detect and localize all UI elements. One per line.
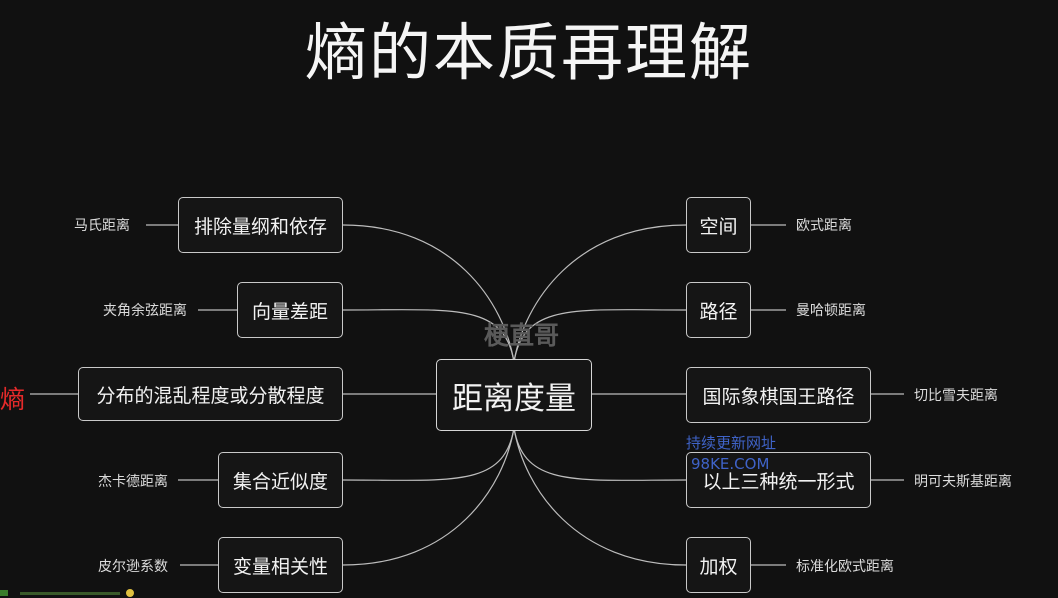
leaf-minkowski-distance: 明可夫斯基距离 bbox=[914, 474, 1012, 490]
leaf-pearson-coefficient: 皮尔逊系数 bbox=[98, 559, 168, 575]
branch-variable-correlation[interactable]: 变量相关性 bbox=[218, 537, 343, 593]
branch-set-similarity[interactable]: 集合近似度 bbox=[218, 452, 343, 508]
site-watermark: 98KE.COM bbox=[691, 455, 770, 473]
branch-space[interactable]: 空间 bbox=[686, 197, 751, 253]
leaf-jaccard-distance: 杰卡德距离 bbox=[98, 474, 168, 490]
branch-path[interactable]: 路径 bbox=[686, 282, 751, 338]
connector-left-1 bbox=[342, 309, 515, 363]
leaf-entropy: 熵 bbox=[0, 385, 26, 414]
slide-title: 熵的本质再理解 bbox=[304, 16, 753, 89]
leaf-chebyshev-distance: 切比雪夫距离 bbox=[914, 388, 998, 404]
leaf-manhattan-distance: 曼哈顿距离 bbox=[796, 303, 866, 319]
leaf-cosine-distance: 夹角余弦距离 bbox=[103, 303, 187, 319]
connector-right-3 bbox=[513, 427, 687, 481]
connector-left-4 bbox=[342, 427, 515, 566]
connector-right-0 bbox=[513, 224, 687, 363]
bottom-decoration bbox=[0, 589, 134, 597]
leaf-standardized-euclidean: 标准化欧式距离 bbox=[796, 559, 894, 575]
branch-vector-gap[interactable]: 向量差距 bbox=[237, 282, 343, 338]
branch-weighted[interactable]: 加权 bbox=[686, 537, 751, 593]
branch-unified-form[interactable]: 以上三种统一形式 bbox=[686, 452, 871, 508]
connector-left-3 bbox=[342, 427, 515, 481]
branch-chess-king-path[interactable]: 国际象棋国王路径 bbox=[686, 367, 871, 423]
leaf-euclidean-distance: 欧式距离 bbox=[796, 218, 852, 234]
branch-exclude-dimension[interactable]: 排除量纲和依存 bbox=[178, 197, 343, 253]
branch-distribution-chaos[interactable]: 分布的混乱程度或分散程度 bbox=[78, 367, 343, 421]
connector-right-4 bbox=[513, 427, 687, 566]
author-watermark: 梗直哥 bbox=[484, 321, 560, 350]
update-watermark: 持续更新网址 bbox=[686, 434, 777, 452]
connector-right-1 bbox=[513, 309, 687, 363]
connector-left-0 bbox=[342, 224, 515, 363]
leaf-mahalanobis-distance: 马氏距离 bbox=[74, 218, 130, 234]
center-node[interactable]: 距离度量 bbox=[436, 359, 592, 431]
